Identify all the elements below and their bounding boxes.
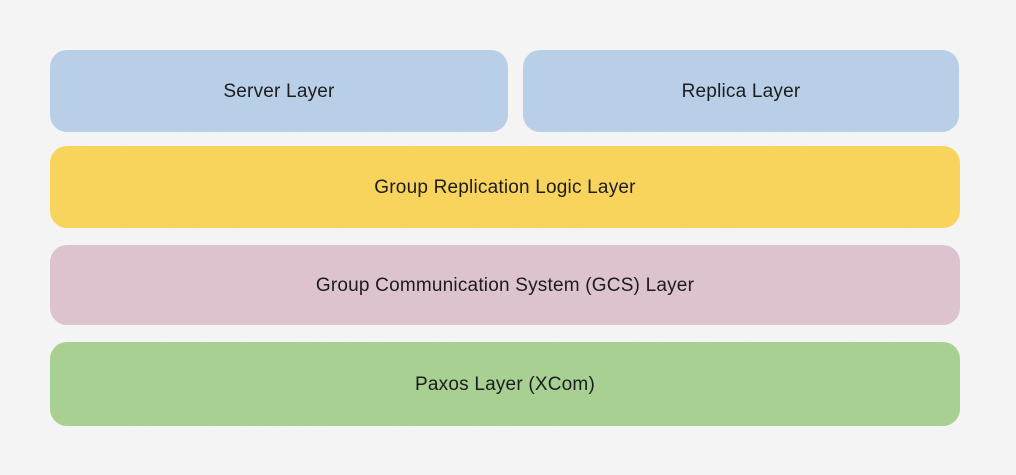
layer-box-paxos: Paxos Layer (XCom)	[50, 342, 960, 426]
layer-box-group-replication-logic: Group Replication Logic Layer	[50, 146, 960, 228]
layer-box-replica-label: Replica Layer	[681, 80, 801, 102]
layer-box-server-label: Server Layer	[223, 80, 335, 102]
layer-box-group-replication-logic-label: Group Replication Logic Layer	[374, 176, 636, 198]
layer-box-server: Server Layer	[50, 50, 508, 132]
layer-box-replica: Replica Layer	[523, 50, 959, 132]
layer-box-gcs: Group Communication System (GCS) Layer	[50, 245, 960, 325]
layer-box-paxos-label: Paxos Layer (XCom)	[415, 373, 595, 395]
layer-box-gcs-label: Group Communication System (GCS) Layer	[315, 274, 695, 296]
